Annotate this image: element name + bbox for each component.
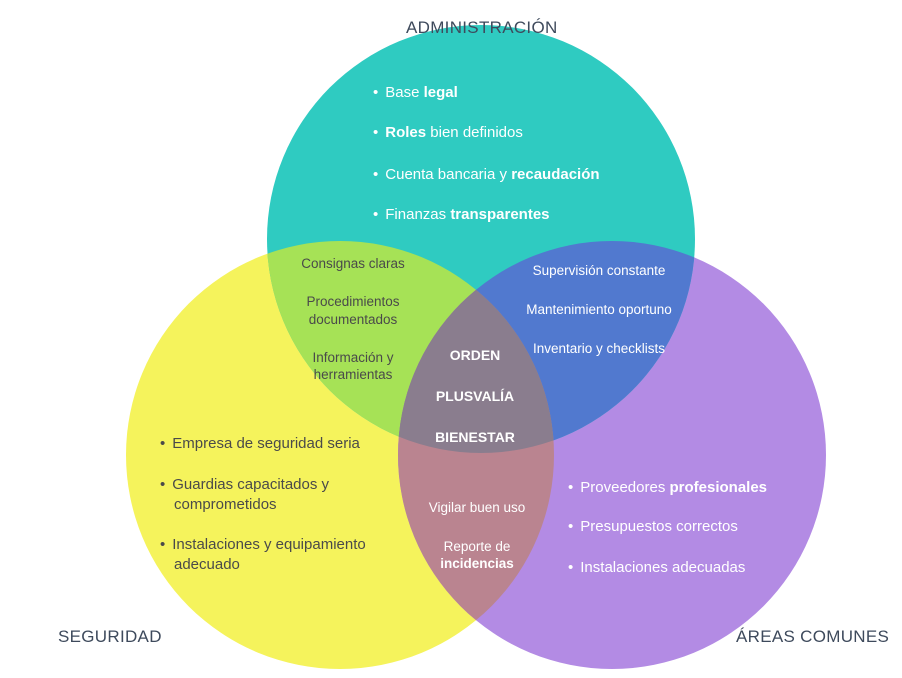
areas-item-3: Instalaciones adecuadas: [568, 559, 745, 576]
admin-seg-item-3: documentados: [308, 312, 398, 327]
admin-seg-item-2: Procedimientos: [306, 294, 400, 309]
seg-item-2b: comprometidos: [174, 496, 277, 513]
admin-areas-item-2: Mantenimiento oportuno: [526, 302, 672, 317]
seg-item-3: Instalaciones y equipamiento: [160, 536, 365, 553]
label-areas-comunes: ÁREAS COMUNES: [736, 627, 890, 646]
label-seguridad: SEGURIDAD: [58, 627, 162, 646]
seg-item-2: Guardias capacitados y: [160, 476, 329, 493]
seg-areas-item-3: incidencias: [440, 556, 514, 571]
admin-areas-item-3: Inventario y checklists: [532, 341, 666, 356]
admin-item-3: Cuenta bancaria y recaudación: [373, 166, 599, 183]
admin-seg-item-5: herramientas: [313, 367, 393, 382]
overlap-center: [398, 241, 554, 453]
areas-item-2: Presupuestos correctos: [568, 518, 738, 535]
seg-item-3b: adecuado: [174, 556, 240, 573]
admin-item-4: Finanzas transparentes: [373, 206, 549, 223]
admin-item-1: Base legal: [373, 84, 458, 101]
admin-seg-item-4: Información y: [312, 350, 394, 365]
center-item-orden: ORDEN: [449, 347, 501, 363]
admin-seg-item-1: Consignas claras: [301, 256, 405, 271]
admin-areas-item-1: Supervisión constante: [532, 263, 666, 278]
admin-item-2: Roles bien definidos: [373, 124, 523, 141]
seg-areas-item-2: Reporte de: [443, 539, 511, 554]
center-item-plusvalia: PLUSVALÍA: [435, 388, 515, 404]
seg-areas-item-1: Vigilar buen uso: [428, 500, 526, 515]
center-item-bienestar: BIENESTAR: [435, 429, 515, 445]
areas-item-1: Proveedores profesionales: [568, 479, 767, 496]
seg-item-1: Empresa de seguridad seria: [160, 435, 360, 452]
label-administracion: ADMINISTRACIÓN: [406, 18, 558, 37]
